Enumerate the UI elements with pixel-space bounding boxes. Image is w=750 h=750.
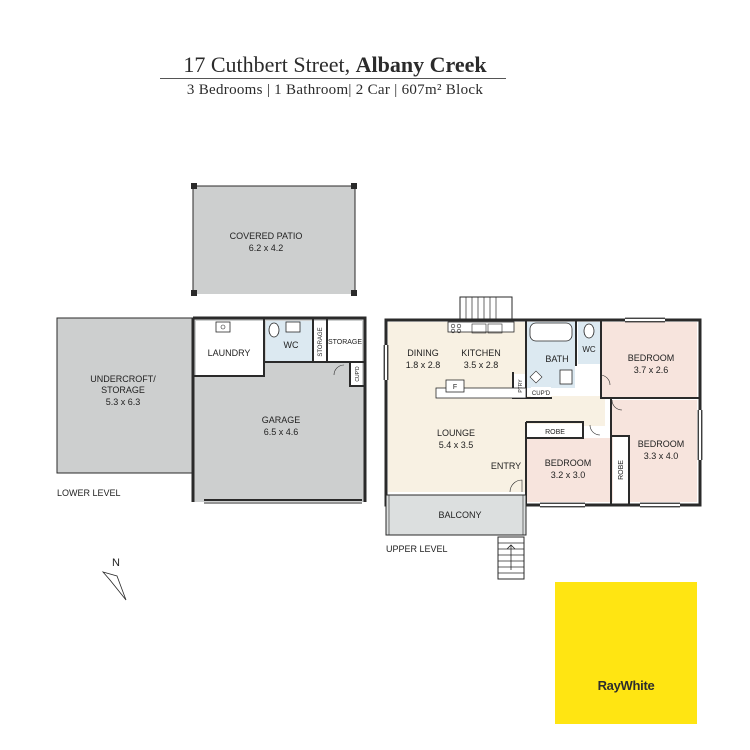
bath-label: BATH	[545, 354, 568, 364]
kitchen-size: 3.5 x 2.8	[464, 360, 499, 370]
laundry-tub-icon	[215, 321, 231, 333]
kitchen-bench	[447, 321, 515, 333]
toilet-icon	[268, 322, 280, 338]
utility-walls	[193, 318, 365, 387]
laundry-drain-icon	[220, 324, 226, 330]
bedroom-1-room	[602, 322, 697, 398]
undercroft-label-1: UNDERCROFT/	[90, 374, 156, 384]
kitchen-sink-icon	[471, 323, 487, 334]
patio-post	[351, 183, 357, 189]
upper-level-label: UPPER LEVEL	[386, 544, 448, 554]
lower-level-plan: COVERED PATIO 6.2 x 4.2 UNDERCROFT/ STOR…	[56, 183, 367, 504]
suburb-name: Albany Creek	[355, 52, 487, 77]
upper-toilet-icon	[583, 323, 595, 339]
undercroft-size: 5.3 x 6.3	[106, 397, 141, 407]
robe-2-label: ROBE	[618, 460, 625, 480]
bath-basin-icon	[559, 369, 573, 385]
patio-post	[191, 290, 197, 296]
upper-cupd	[531, 387, 551, 398]
robe-2	[613, 436, 628, 502]
garage-walls	[191, 316, 367, 502]
upper-cupd-label: CUP'D	[532, 391, 551, 397]
north-arrow-icon: N	[101, 557, 127, 601]
bedroom-3-room	[527, 438, 610, 502]
entry-label: ENTRY	[491, 461, 521, 471]
front-stairs	[497, 536, 525, 580]
upper-interior-walls	[512, 320, 700, 505]
kitchen-label: KITCHEN	[461, 348, 501, 358]
undercroft-label-2: STORAGE	[101, 385, 145, 395]
lower-level-label: LOWER LEVEL	[57, 488, 121, 498]
bath-drain-icon	[529, 370, 543, 384]
upper-wc-label: WC	[582, 345, 596, 354]
lower-wc-label: WC	[284, 340, 299, 350]
brand-name: RayWhite	[597, 678, 655, 693]
covered-patio-size: 6.2 x 4.2	[249, 243, 284, 253]
garage-size: 6.5 x 4.6	[264, 427, 299, 437]
lounge-label: LOUNGE	[437, 428, 475, 438]
raywhite-logo: RayWhite	[555, 582, 697, 724]
upper-wc-room	[578, 322, 600, 364]
property-details: 3 Bedrooms | 1 Bathroom| 2 Car | 607m² B…	[186, 82, 484, 98]
rear-stairs	[459, 296, 513, 320]
storage-label: STORAGE	[328, 339, 362, 346]
basin-icon	[285, 321, 301, 333]
page-title: 17 Cuthbert Street, Albany Creek	[0, 52, 670, 78]
street-address: 17 Cuthbert Street,	[183, 52, 351, 77]
bedroom-2-label: BEDROOM	[638, 439, 685, 449]
balcony-area	[385, 494, 527, 536]
robe-1	[527, 424, 582, 438]
dining-size: 1.8 x 2.8	[406, 360, 441, 370]
kitchen-sink-icon	[487, 323, 503, 334]
garage-label: GARAGE	[262, 415, 301, 425]
robe-1-label: ROBE	[545, 429, 565, 436]
bedroom-2-size: 3.3 x 4.0	[644, 451, 679, 461]
cooktop-icon	[450, 323, 462, 334]
living-area-fill	[388, 322, 525, 492]
bedroom-1-size: 3.7 x 2.6	[634, 365, 669, 375]
laundry-label: LAUNDRY	[208, 348, 251, 358]
bedroom-3-label: BEDROOM	[545, 458, 592, 468]
north-label: N	[112, 557, 120, 569]
fridge-label: F	[453, 384, 457, 391]
bathtub-icon	[529, 322, 573, 342]
dining-label: DINING	[407, 348, 439, 358]
covered-patio-area	[193, 186, 355, 294]
door-swings	[509, 374, 623, 493]
balcony-label: BALCONY	[438, 510, 481, 520]
upper-level-plan: F	[383, 296, 703, 580]
pantry-label: PTRY	[518, 379, 524, 393]
stair-direction-arrow-icon	[506, 544, 516, 570]
bedroom-3-size: 3.2 x 3.0	[551, 470, 586, 480]
patio-post	[351, 290, 357, 296]
patio-post	[191, 183, 197, 189]
storage-small-room	[314, 321, 326, 361]
storage-room	[328, 321, 362, 361]
windows	[385, 319, 701, 506]
covered-patio-label: COVERED PATIO	[230, 231, 303, 241]
undercroft-area	[56, 317, 194, 474]
kitchen-island	[435, 387, 527, 399]
door-swing-icon	[333, 364, 345, 376]
lounge-size: 5.4 x 3.5	[439, 440, 474, 450]
title-divider	[160, 78, 506, 79]
upper-outer-walls	[384, 318, 702, 507]
window-frames	[383, 317, 703, 508]
lower-cupd	[351, 363, 362, 385]
bedroom-1-label: BEDROOM	[628, 353, 675, 363]
lower-cupd-label: CUP'D	[355, 366, 361, 382]
storage-small-label: STORAGE	[318, 327, 324, 356]
rear-stair-treads	[465, 297, 497, 319]
fridge-icon	[445, 379, 465, 393]
